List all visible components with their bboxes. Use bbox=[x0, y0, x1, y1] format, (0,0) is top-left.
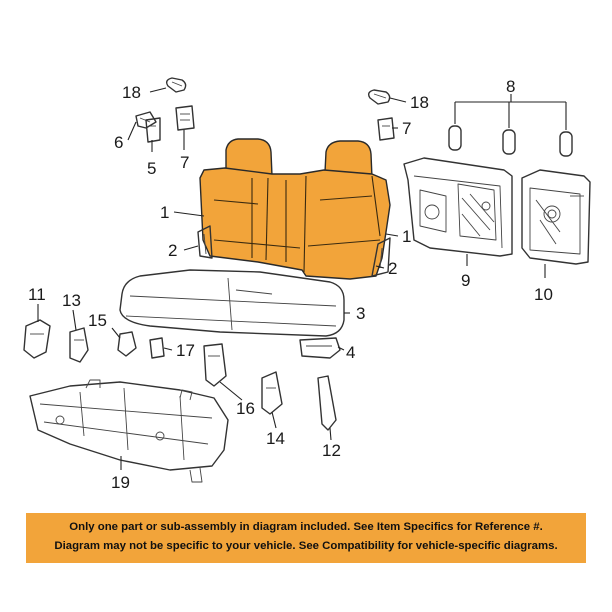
callout-4: 4 bbox=[346, 343, 355, 362]
disclaimer-banner: Only one part or sub-assembly in diagram… bbox=[26, 513, 586, 563]
leader-lines bbox=[37, 87, 567, 470]
seat-cushion bbox=[119, 269, 345, 337]
callout-19: 19 bbox=[111, 473, 130, 492]
callout-2-right: 2 bbox=[388, 259, 397, 278]
callout-11: 11 bbox=[28, 285, 46, 304]
parts-diagram: 1 1 2 2 3 4 5 6 7 7 8 9 10 11 12 13 14 1… bbox=[23, 77, 591, 492]
callout-5: 5 bbox=[147, 159, 156, 178]
small-hardware-upper-right bbox=[367, 89, 573, 157]
seat-back-frame-right bbox=[521, 169, 591, 265]
callout-9: 9 bbox=[461, 271, 470, 290]
callout-13: 13 bbox=[62, 291, 81, 310]
callout-6: 6 bbox=[114, 133, 123, 152]
callout-14: 14 bbox=[266, 429, 285, 448]
callout-18-right: 18 bbox=[410, 93, 429, 112]
small-hardware-lower-middle bbox=[203, 343, 337, 431]
seat-back-highlighted bbox=[199, 138, 391, 280]
callout-7-left: 7 bbox=[180, 153, 189, 172]
seat-frame bbox=[29, 379, 229, 483]
callout-17: 17 bbox=[176, 341, 195, 360]
small-hardware-lower-left bbox=[23, 319, 165, 363]
callout-12: 12 bbox=[322, 441, 341, 460]
callout-1-left: 1 bbox=[160, 203, 169, 222]
cushion-base bbox=[299, 337, 341, 359]
callout-15: 15 bbox=[88, 311, 107, 330]
disclaimer-line-2: Diagram may not be specific to your vehi… bbox=[54, 540, 558, 552]
callout-1-right: 1 bbox=[402, 227, 411, 246]
callout-labels: 1 1 2 2 3 4 5 6 7 7 8 9 10 11 12 13 14 1… bbox=[28, 77, 553, 492]
callout-8: 8 bbox=[506, 77, 515, 96]
callout-10: 10 bbox=[534, 285, 553, 304]
callout-18-left: 18 bbox=[122, 83, 141, 102]
seat-back-bolsters bbox=[197, 225, 391, 277]
callout-16: 16 bbox=[236, 399, 255, 418]
small-hardware-upper-left bbox=[135, 77, 195, 143]
disclaimer-line-1: Only one part or sub-assembly in diagram… bbox=[69, 521, 543, 533]
callout-3: 3 bbox=[356, 304, 365, 323]
callout-2-left: 2 bbox=[168, 241, 177, 260]
seat-back-frame-left bbox=[403, 157, 513, 257]
callout-7-right: 7 bbox=[402, 119, 411, 138]
